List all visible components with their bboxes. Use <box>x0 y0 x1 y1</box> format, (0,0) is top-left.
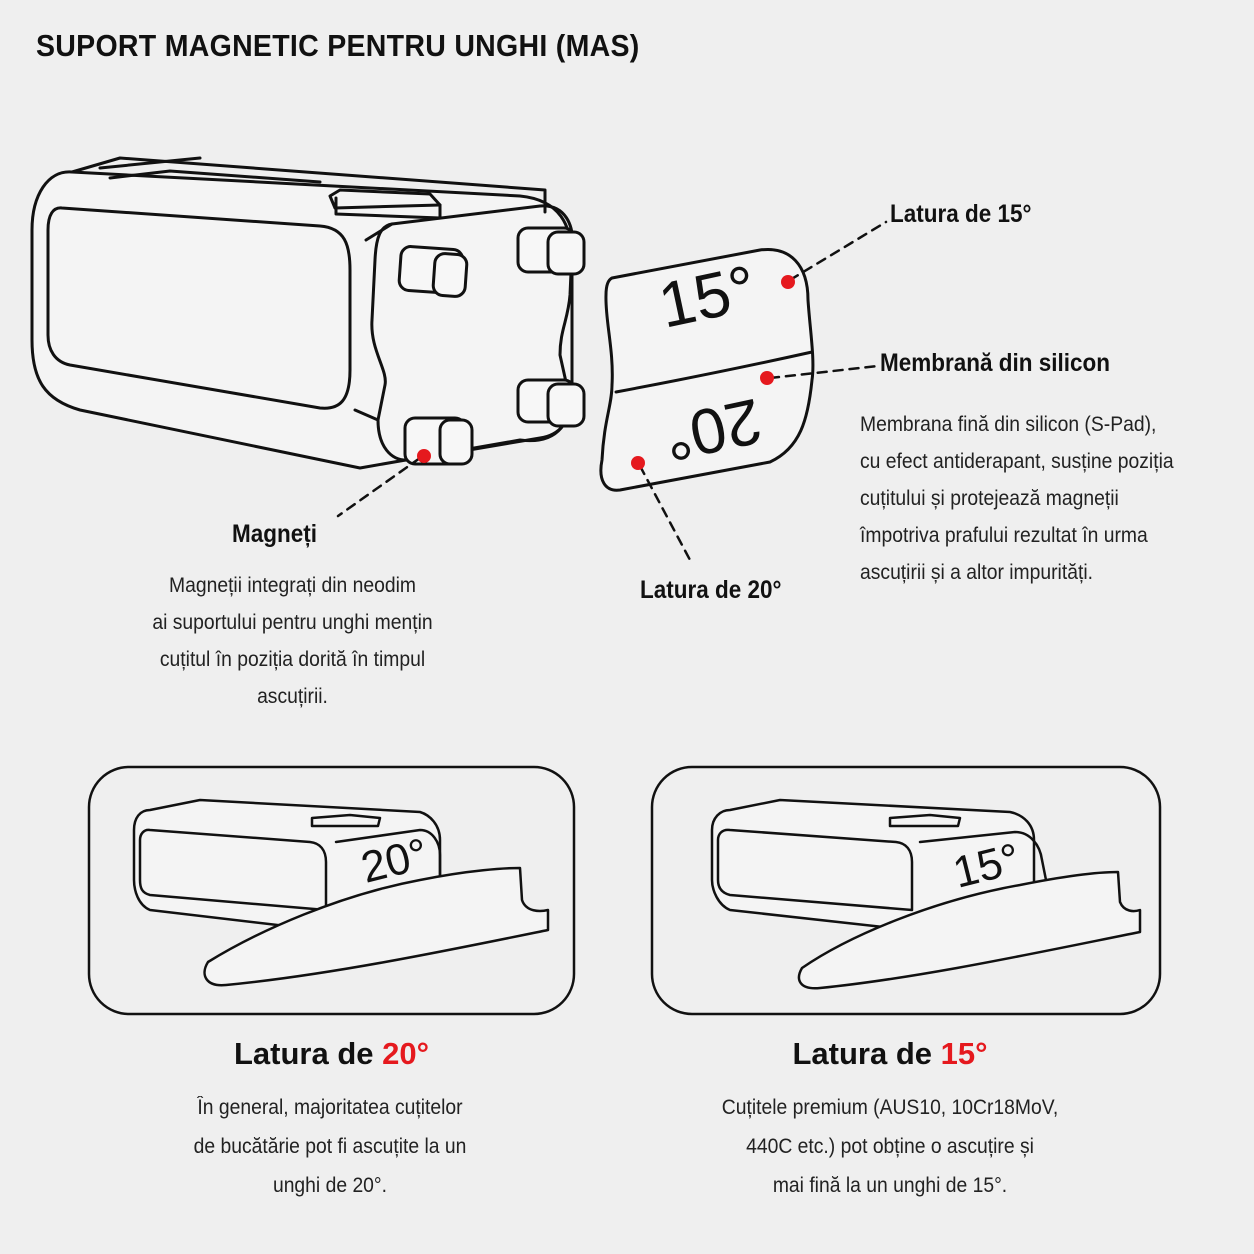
panel-right-text-line: Cuțitele premium (AUS10, 10Cr18MoV, <box>721 1096 1059 1119</box>
magnets-description-line: Magneții integrați din neodim <box>168 574 417 597</box>
panel-left-heading: Latura de 20° <box>89 1036 574 1072</box>
panel-left-text-line: unghi de 20°. <box>272 1174 388 1197</box>
panel-left-illustration <box>132 798 550 987</box>
membrane-description-line: împotriva prafului rezultat în urma <box>860 524 1148 547</box>
panel-left-text-line: de bucătărie pot fi ascuțite la un <box>193 1135 467 1158</box>
panel-left-text: În general, majoritatea cuțitelor de buc… <box>137 1088 523 1205</box>
panel-right-text: Cuțitele premium (AUS10, 10Cr18MoV, 440C… <box>678 1088 1101 1205</box>
panel-right-text-line: mai fină la un unghi de 15°. <box>772 1174 1008 1197</box>
callout-magnets: Magneți <box>232 520 318 548</box>
panel-right-heading-prefix: Latura de <box>792 1036 941 1071</box>
magnets-description-line: ascuțirii. <box>257 685 328 708</box>
panel-left-text-line: În general, majoritatea cuțitelor <box>197 1096 463 1119</box>
membrane-description: Membrana fină din silicon (S-Pad), cu ef… <box>860 406 1219 591</box>
callout-dots <box>417 275 795 470</box>
panel-frame-left <box>87 765 576 1016</box>
magnetic-holder-illustration <box>30 156 586 470</box>
panel-left-heading-value: 20° <box>382 1036 430 1071</box>
page-title: SUPORT MAGNETIC PENTRU UNGHI (MAS) <box>36 28 640 63</box>
panel-left-heading-prefix: Latura de <box>233 1036 383 1071</box>
magnets-description-line: cuțitul în poziția dorită în timpul <box>159 648 426 671</box>
callout-lines <box>336 220 888 562</box>
panel-frame-right <box>650 765 1162 1016</box>
silicone-pad-illustration <box>599 247 815 492</box>
panel-right-illustration <box>710 798 1142 990</box>
membrane-description-line: ascuțirii și a altor impurități. <box>860 561 1093 584</box>
callout-membrane: Membrană din silicon <box>880 349 1111 377</box>
magnet-pins <box>397 226 586 466</box>
membrane-description-line: cuțitului și protejează magneții <box>860 487 1119 510</box>
magnets-description-line: ai suportului pentru unghi mențin <box>152 611 433 634</box>
membrane-description-line: cu efect antiderapant, susține poziția <box>860 450 1174 473</box>
panel-right-heading: Latura de 15° <box>652 1036 1128 1072</box>
callout-side-15: Latura de 15° <box>890 200 1032 228</box>
callout-side-20: Latura de 20° <box>640 576 782 604</box>
panel-right-heading-value: 15° <box>940 1036 988 1071</box>
membrane-description-line: Membrana fină din silicon (S-Pad), <box>860 413 1157 436</box>
panel-right-text-line: 440C etc.) pot obține o ascuțire și <box>746 1135 1034 1158</box>
magnets-description: Magneții integrați din neodim ai suportu… <box>115 567 469 715</box>
